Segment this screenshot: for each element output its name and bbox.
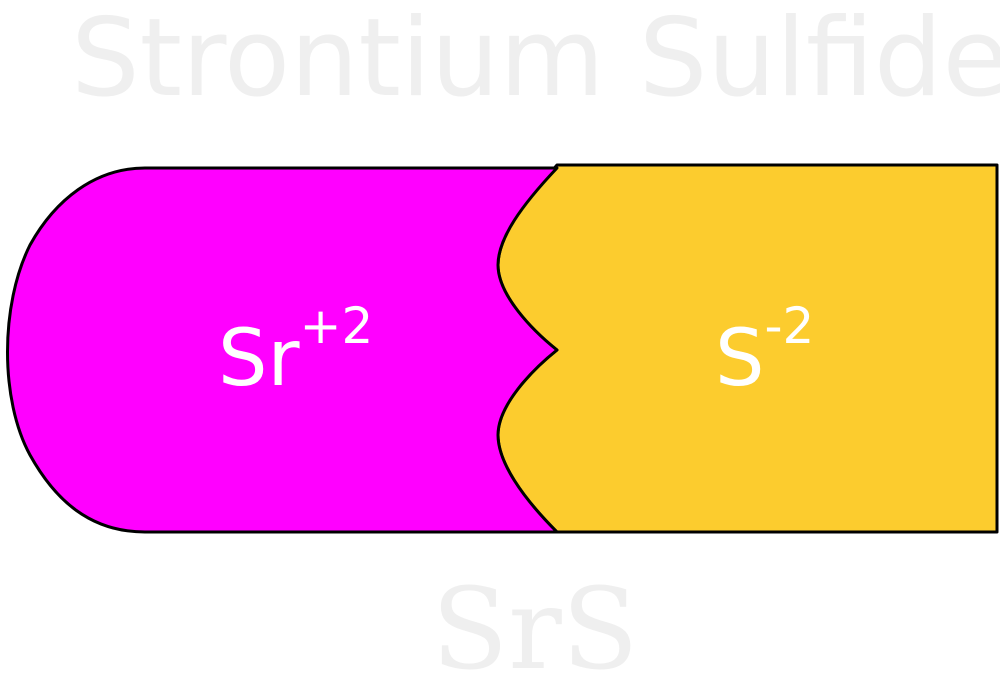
cation-label: Sr+2 [218, 297, 373, 404]
compound-formula: SrS [432, 565, 639, 678]
anion-symbol: S [715, 314, 765, 404]
cation-symbol: Sr [218, 314, 301, 404]
compound-name: Strontium Sulfide [71, 0, 1000, 121]
cation-charge: +2 [300, 297, 374, 355]
anion-label: S-2 [715, 297, 814, 404]
anion-charge: -2 [765, 297, 815, 355]
cation-piece [6, 166, 559, 534]
